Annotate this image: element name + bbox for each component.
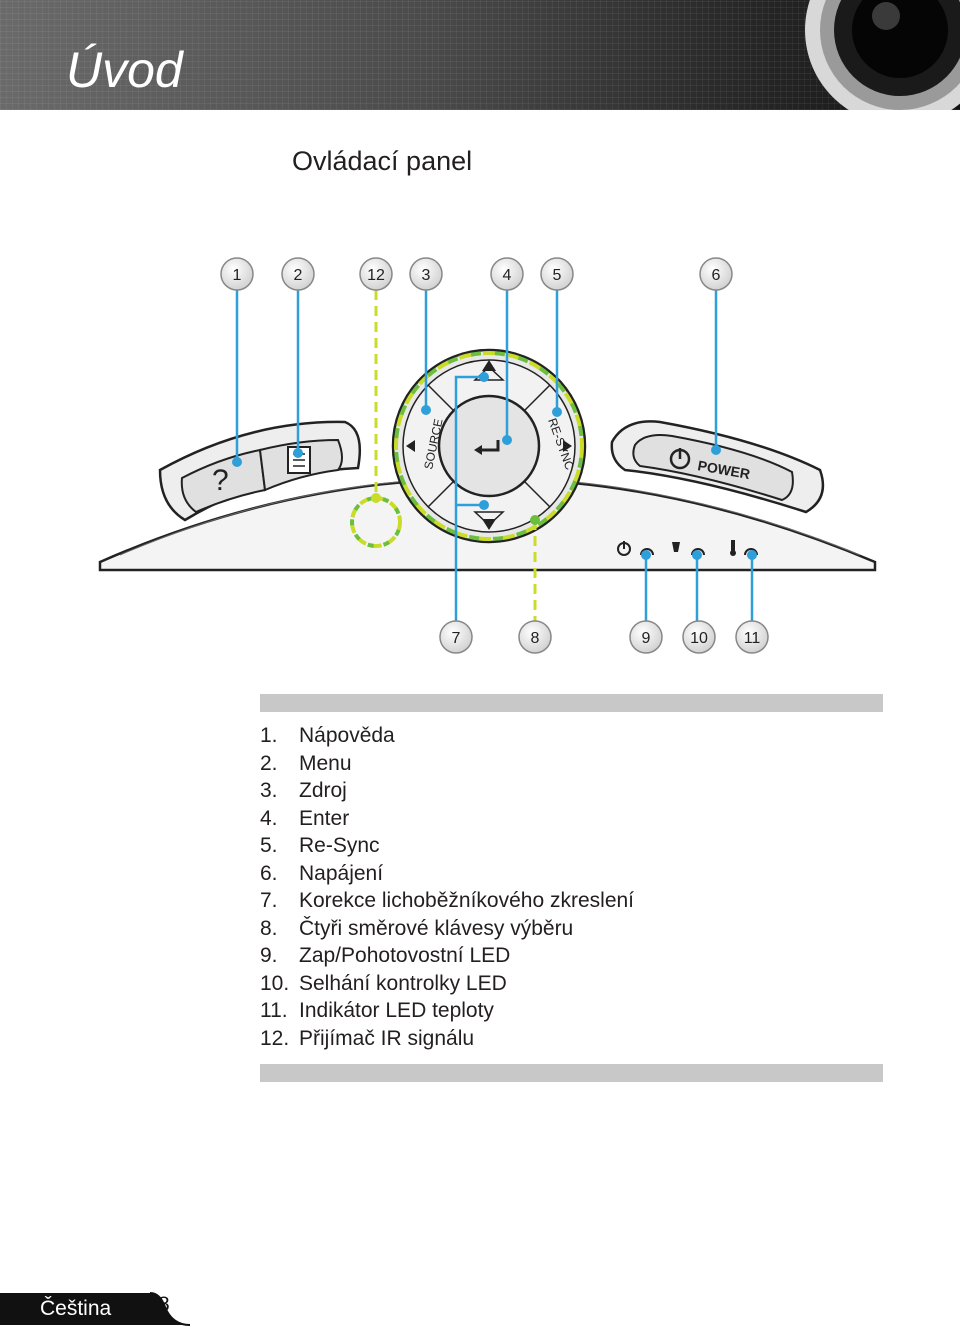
header-texture [0, 0, 960, 110]
keypad [391, 348, 587, 544]
legend-item: 9. Zap/Pohotovostní LED [260, 942, 634, 970]
page-number: 8 [158, 1293, 170, 1316]
legend-number: 11. [260, 999, 288, 1022]
legend-item: 10. Selhání kontrolky LED [260, 970, 634, 998]
legend-label: Čtyři směrové klávesy výběru [299, 916, 574, 940]
legend-item: 8. Čtyři směrové klávesy výběru [260, 915, 634, 943]
legend-item: 12. Přijímač IR signálu [260, 1025, 634, 1053]
help-button-label: ? [212, 464, 229, 497]
legend-label: Zdroj [299, 779, 347, 802]
legend-label: Zap/Pohotovostní LED [299, 944, 511, 967]
callout-6: 6 [712, 267, 721, 284]
legend-item: 3. Zdroj [260, 777, 634, 805]
header-banner: Úvod [0, 0, 960, 110]
callout-10: 10 [690, 630, 708, 647]
footer-language: Čeština [40, 1297, 112, 1320]
legend-number: 1. [260, 724, 278, 747]
legend-number: 8. [260, 916, 278, 940]
legend-label: Nápověda [299, 724, 395, 747]
legend-bottom-bar [260, 1064, 883, 1082]
section-title: Ovládací panel [292, 146, 473, 176]
callout-9: 9 [642, 630, 651, 647]
legend-item: 4. Enter [260, 805, 634, 833]
callout-lines [235, 290, 754, 622]
legend-label: Korekce lichoběžníkového zkreslení [299, 889, 635, 912]
callout-3: 3 [422, 267, 431, 284]
callout-8: 8 [531, 630, 540, 647]
callout-7: 7 [452, 630, 461, 647]
legend-label: Menu [299, 751, 352, 775]
legend-label: Přijímač IR signálu [299, 1026, 475, 1050]
keypad-highlight [394, 351, 584, 541]
projector-lens-icon [805, 0, 960, 110]
legend-number: 10. [260, 971, 290, 995]
callout-11: 11 [744, 630, 761, 647]
callout-dots [232, 372, 757, 560]
legend-item: 11. Indikátor LED teploty [260, 997, 634, 1025]
lamp-led-icon [672, 542, 680, 552]
legend-number: 7. [260, 889, 278, 912]
callout-4: 4 [503, 267, 512, 284]
legend-label: Re-Sync [299, 834, 380, 857]
callout-1: 1 [233, 267, 242, 284]
power-button-group [610, 420, 825, 514]
legend-number: 5. [260, 834, 278, 857]
legend-number: 4. [260, 806, 278, 830]
legend-label: Enter [299, 806, 350, 830]
led-indicators [617, 540, 758, 556]
legend-item: 2. Menu [260, 750, 634, 778]
callout-12: 12 [367, 267, 385, 284]
legend-number: 6. [260, 861, 278, 885]
legend-list: 1. Nápověda 2. Menu 3. Zdroj 4. Enter 5. Re-S… [260, 722, 634, 1052]
legend-label: Indikátor LED teploty [299, 999, 494, 1022]
callout-2: 2 [294, 267, 303, 284]
footer-tab [0, 1292, 190, 1326]
legend-number: 3. [260, 779, 278, 802]
legend-item: 6. Napájení [260, 860, 634, 888]
legend-item: 5. Re-Sync [260, 832, 634, 860]
legend-item: 7. Korekce lichoběžníkového zkreslení [260, 887, 634, 915]
callout-5: 5 [553, 267, 562, 284]
temp-led-icon [731, 540, 735, 552]
legend-label: Selhání kontrolky LED [299, 971, 507, 995]
top-callouts [220, 257, 733, 291]
legend-label: Napájení [299, 861, 384, 885]
legend-top-bar [260, 694, 883, 712]
legend-item: 1. Nápověda [260, 722, 634, 750]
legend-number: 9. [260, 944, 278, 967]
legend-number: 12. [260, 1026, 290, 1050]
bottom-callouts [439, 620, 769, 654]
legend-number: 2. [260, 751, 278, 775]
control-panel-diagram: ? SOURCE RE-SYNC POWER [98, 257, 877, 654]
chapter-title: Úvod [66, 42, 183, 98]
ir-receiver-highlight-alt [350, 496, 402, 548]
